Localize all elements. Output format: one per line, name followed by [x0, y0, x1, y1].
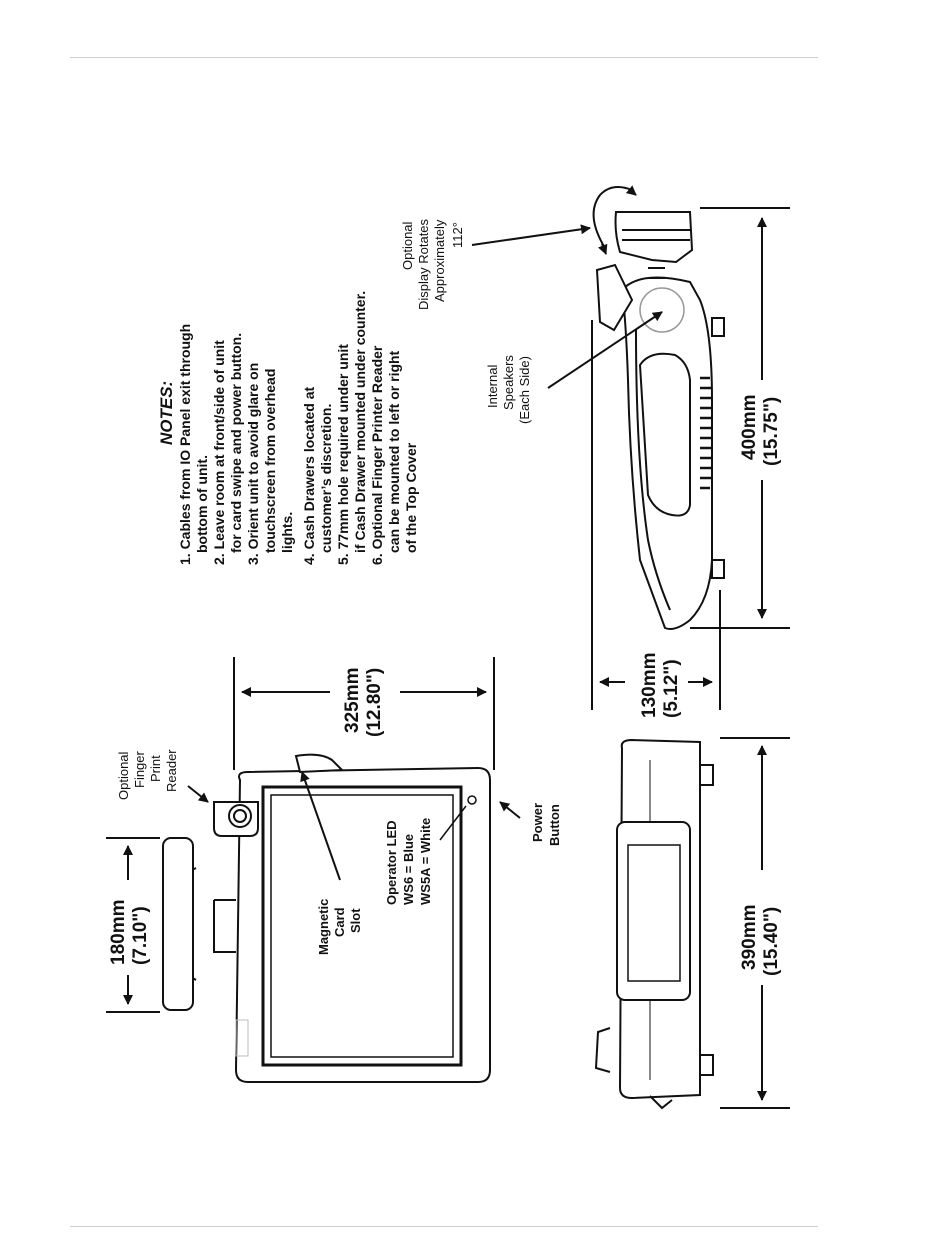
magnetic-slot-label: Magnetic Card Slot — [316, 899, 363, 955]
svg-text:(15.75"): (15.75") — [761, 397, 782, 466]
svg-text:Print: Print — [148, 755, 163, 782]
svg-text:325mm: 325mm — [342, 668, 363, 734]
bottom-rule — [70, 1226, 818, 1227]
magnetic-slot-leader — [300, 771, 341, 881]
dim-130-label: 130mm (5.12") — [639, 653, 682, 719]
svg-text:(Each Side): (Each Side) — [517, 356, 532, 424]
dim-390-lines — [720, 737, 790, 1109]
svg-text:Button: Button — [547, 804, 562, 846]
svg-text:Optional: Optional — [116, 751, 131, 800]
svg-text:Magnetic: Magnetic — [316, 899, 331, 955]
display-rotates-leader — [471, 224, 591, 246]
note-6-line-3: of the Top Cover — [403, 442, 419, 553]
dim-400-label: 400mm (15.75") — [739, 395, 782, 467]
dim-180-lines — [106, 837, 160, 1013]
svg-text:Finger: Finger — [132, 750, 147, 788]
operator-led-leader — [439, 805, 467, 841]
note-6-line-2: can be mounted to left or right — [386, 350, 402, 553]
notes-block: NOTES: 1. Cables from IO Panel exit thro… — [157, 291, 419, 565]
finger-reader-label: Optional Finger Print Reader — [116, 749, 179, 800]
operator-led-label: Operator LED WS6 = Blue WS5A = White — [384, 818, 433, 905]
power-button-label: Power Button — [530, 803, 562, 846]
svg-text:Power: Power — [530, 803, 545, 842]
note-1-line-1: 1. Cables from IO Panel exit through — [177, 324, 193, 565]
note-3-line-2: touchscreen from overhead — [262, 369, 278, 553]
svg-text:WS5A = White: WS5A = White — [418, 818, 433, 905]
svg-text:Internal: Internal — [485, 365, 500, 408]
svg-text:Approximately: Approximately — [432, 219, 447, 302]
svg-text:Operator LED: Operator LED — [384, 820, 399, 905]
dim-180-label: 180mm (7.10") — [108, 900, 151, 966]
svg-text:Optional: Optional — [400, 221, 415, 270]
svg-text:130mm: 130mm — [639, 653, 660, 719]
svg-text:180mm: 180mm — [108, 900, 129, 966]
side-view — [592, 185, 725, 630]
top-rule — [70, 57, 818, 58]
note-4-line-1: 4. Cash Drawers located at — [301, 386, 317, 565]
note-5-line-2: if Cash Drawer mounted under counter. — [352, 291, 368, 553]
svg-text:Reader: Reader — [164, 749, 179, 792]
dim-130-lines — [591, 320, 721, 710]
notes-title: NOTES: — [157, 381, 176, 445]
svg-text:112°: 112° — [450, 222, 465, 248]
svg-text:WS6 = Blue: WS6 = Blue — [401, 834, 416, 905]
svg-text:Speakers: Speakers — [501, 355, 516, 410]
svg-text:Display Rotates: Display Rotates — [416, 218, 431, 310]
speakers-label: Internal Speakers (Each Side) — [485, 355, 532, 424]
svg-text:400mm: 400mm — [739, 395, 760, 461]
svg-text:(5.12"): (5.12") — [661, 659, 682, 718]
front-view — [162, 753, 491, 1083]
svg-text:(15.40"): (15.40") — [761, 907, 782, 976]
note-5-line-1: 5. 77mm hole required under unit — [335, 344, 351, 565]
svg-text:(7.10"): (7.10") — [130, 906, 151, 965]
dim-325-lines — [233, 657, 495, 770]
dim-390-label: 390mm (15.40") — [739, 905, 782, 977]
note-4-line-2: customer’s discretion. — [318, 404, 334, 553]
note-3-line-1: 3. Orient unit to avoid glare on — [245, 363, 261, 565]
power-button-leader — [499, 801, 521, 819]
note-2-line-1: 2. Leave room at front/side of unit — [211, 340, 227, 565]
svg-text:Slot: Slot — [348, 908, 363, 933]
dim-400-lines — [690, 207, 790, 629]
finger-reader-leader — [187, 785, 209, 803]
speakers-leader — [547, 311, 663, 389]
top-view — [594, 738, 714, 1110]
svg-text:(12.80"): (12.80") — [364, 668, 385, 737]
note-3-line-3: lights. — [279, 512, 295, 553]
svg-text:390mm: 390mm — [739, 905, 760, 971]
dim-325-label: 325mm (12.80") — [342, 668, 385, 738]
note-1-line-2: bottom of unit. — [194, 455, 210, 553]
note-2-line-2: for card swipe and power button. — [228, 333, 244, 553]
svg-text:Card: Card — [332, 907, 347, 937]
note-6-line-1: 6. Optional Finger Printer Reader — [369, 345, 385, 565]
display-rotates-label: Optional Display Rotates Approximately 1… — [400, 218, 465, 310]
